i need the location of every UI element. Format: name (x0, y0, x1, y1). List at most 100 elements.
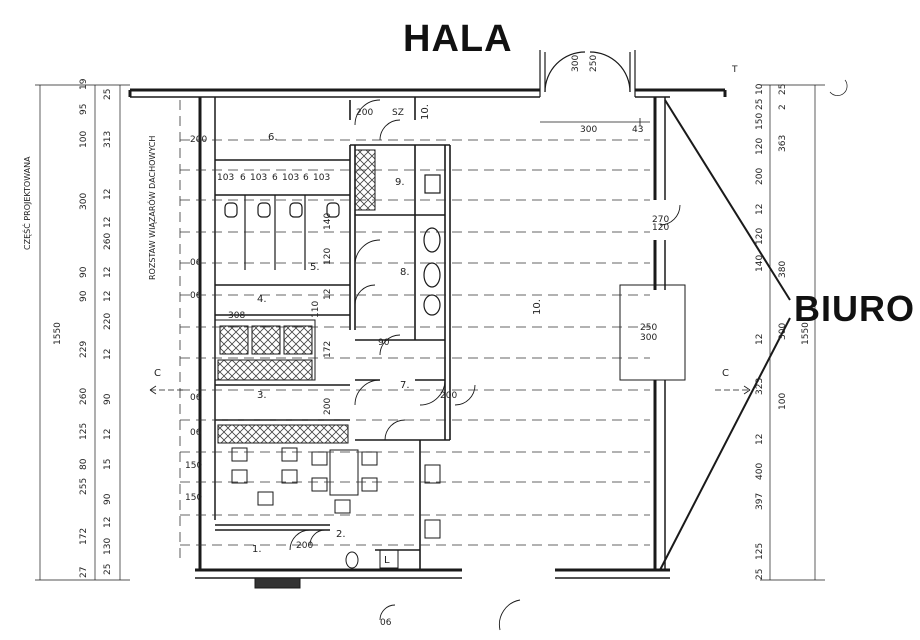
svg-text:12: 12 (103, 517, 113, 528)
svg-text:200: 200 (755, 168, 765, 185)
svg-text:140: 140 (755, 255, 765, 272)
annotations: 103 6 103 6 103 6 103 SZ L 43 300 308 17… (185, 65, 738, 628)
svg-text:06: 06 (190, 393, 202, 403)
svg-text:1550: 1550 (801, 322, 811, 345)
svg-text:313: 313 (103, 131, 113, 148)
svg-text:90: 90 (79, 266, 89, 278)
svg-text:6.: 6. (268, 132, 278, 143)
svg-text:90: 90 (103, 393, 113, 405)
svg-text:270: 270 (652, 215, 669, 225)
svg-text:80: 80 (79, 458, 89, 470)
svg-text:06: 06 (380, 618, 392, 628)
svg-text:172: 172 (79, 528, 89, 545)
svg-text:C: C (154, 368, 161, 379)
svg-text:25: 25 (103, 89, 113, 100)
svg-text:1.: 1. (252, 544, 262, 555)
svg-text:397: 397 (755, 493, 765, 510)
section-lines (149, 118, 751, 395)
svg-text:103: 103 (250, 173, 267, 183)
svg-text:6: 6 (272, 173, 278, 183)
svg-text:12: 12 (103, 189, 113, 200)
svg-text:100: 100 (79, 131, 89, 148)
truss-lines (179, 100, 650, 560)
svg-text:12: 12 (755, 334, 765, 345)
svg-text:130: 130 (103, 538, 113, 555)
svg-text:25: 25 (778, 84, 788, 95)
svg-text:150: 150 (185, 461, 202, 471)
svg-text:125: 125 (755, 543, 765, 560)
furniture (231, 284, 686, 569)
svg-text:380: 380 (778, 261, 788, 278)
wc-cubicles (224, 174, 441, 316)
svg-text:8.: 8. (400, 267, 410, 278)
svg-text:25: 25 (103, 564, 113, 575)
svg-text:SZ: SZ (392, 108, 404, 118)
svg-text:10: 10 (755, 83, 765, 95)
svg-text:12: 12 (103, 291, 113, 302)
biuro-pointer (659, 99, 791, 571)
svg-text:7.: 7. (400, 380, 410, 391)
right-dimension-labels: 10 25 150 120 363 200 12 120 140 380 300… (722, 83, 811, 580)
svg-text:10.: 10. (532, 299, 543, 315)
svg-text:120: 120 (323, 248, 333, 265)
svg-text:12: 12 (103, 429, 113, 440)
svg-text:120: 120 (652, 223, 669, 233)
svg-text:27: 27 (79, 567, 89, 578)
svg-text:ROZSTAW WIĄZARÓW DACHOWYCH: ROZSTAW WIĄZARÓW DACHOWYCH (146, 136, 157, 280)
interior-walls (215, 97, 451, 570)
svg-text:120: 120 (755, 138, 765, 155)
svg-text:363: 363 (778, 135, 788, 152)
svg-text:25: 25 (755, 99, 765, 110)
svg-text:200: 200 (323, 398, 333, 415)
svg-text:140: 140 (323, 213, 333, 230)
svg-text:6: 6 (240, 173, 246, 183)
svg-text:323: 323 (755, 378, 765, 395)
svg-text:255: 255 (79, 478, 89, 495)
outer-walls (128, 88, 727, 579)
svg-text:150: 150 (755, 113, 765, 130)
svg-text:120: 120 (755, 228, 765, 245)
svg-text:300: 300 (571, 55, 581, 72)
svg-text:95: 95 (79, 104, 89, 115)
svg-text:3.: 3. (257, 390, 267, 401)
svg-text:5.: 5. (310, 262, 320, 273)
svg-text:300: 300 (640, 333, 657, 343)
svg-text:06: 06 (190, 291, 202, 301)
svg-text:15: 15 (103, 459, 113, 470)
left-dimension-chain (35, 84, 130, 581)
svg-text:43: 43 (632, 125, 643, 135)
svg-text:229: 229 (79, 341, 89, 358)
svg-text:300: 300 (778, 323, 788, 340)
svg-text:200: 200 (440, 391, 457, 401)
svg-text:12: 12 (103, 217, 113, 228)
svg-text:103: 103 (313, 173, 330, 183)
svg-text:06: 06 (190, 258, 202, 268)
svg-text:90: 90 (378, 338, 390, 348)
svg-text:103: 103 (282, 173, 299, 183)
svg-text:12: 12 (755, 204, 765, 215)
svg-text:125: 125 (79, 423, 89, 440)
left-dimension-labels: 19 95 100 313 12 300 12 260 90 12 90 12 … (21, 78, 161, 578)
svg-text:2.: 2. (336, 529, 346, 540)
svg-text:300: 300 (580, 125, 597, 135)
svg-text:19: 19 (79, 78, 89, 90)
svg-text:2: 2 (778, 104, 788, 110)
svg-text:10.: 10. (420, 104, 431, 120)
svg-text:260: 260 (103, 233, 113, 250)
svg-text:6: 6 (303, 173, 309, 183)
svg-text:12: 12 (103, 349, 113, 360)
svg-text:T: T (731, 65, 738, 75)
svg-text:260: 260 (79, 388, 89, 405)
svg-text:90: 90 (103, 493, 113, 505)
hatched-walls (214, 149, 376, 589)
svg-text:100: 100 (778, 393, 788, 410)
svg-text:12: 12 (103, 267, 113, 278)
svg-text:110: 110 (311, 301, 321, 318)
hala-label: HALA (403, 18, 513, 60)
svg-text:1550: 1550 (53, 322, 63, 345)
right-dimension-chain (760, 79, 848, 581)
svg-text:C: C (722, 368, 729, 379)
room-labels: 1. 2. 3. 4. 5. 6. 7. 8. 9. 10. 10. (252, 104, 543, 555)
svg-text:250: 250 (640, 323, 657, 333)
